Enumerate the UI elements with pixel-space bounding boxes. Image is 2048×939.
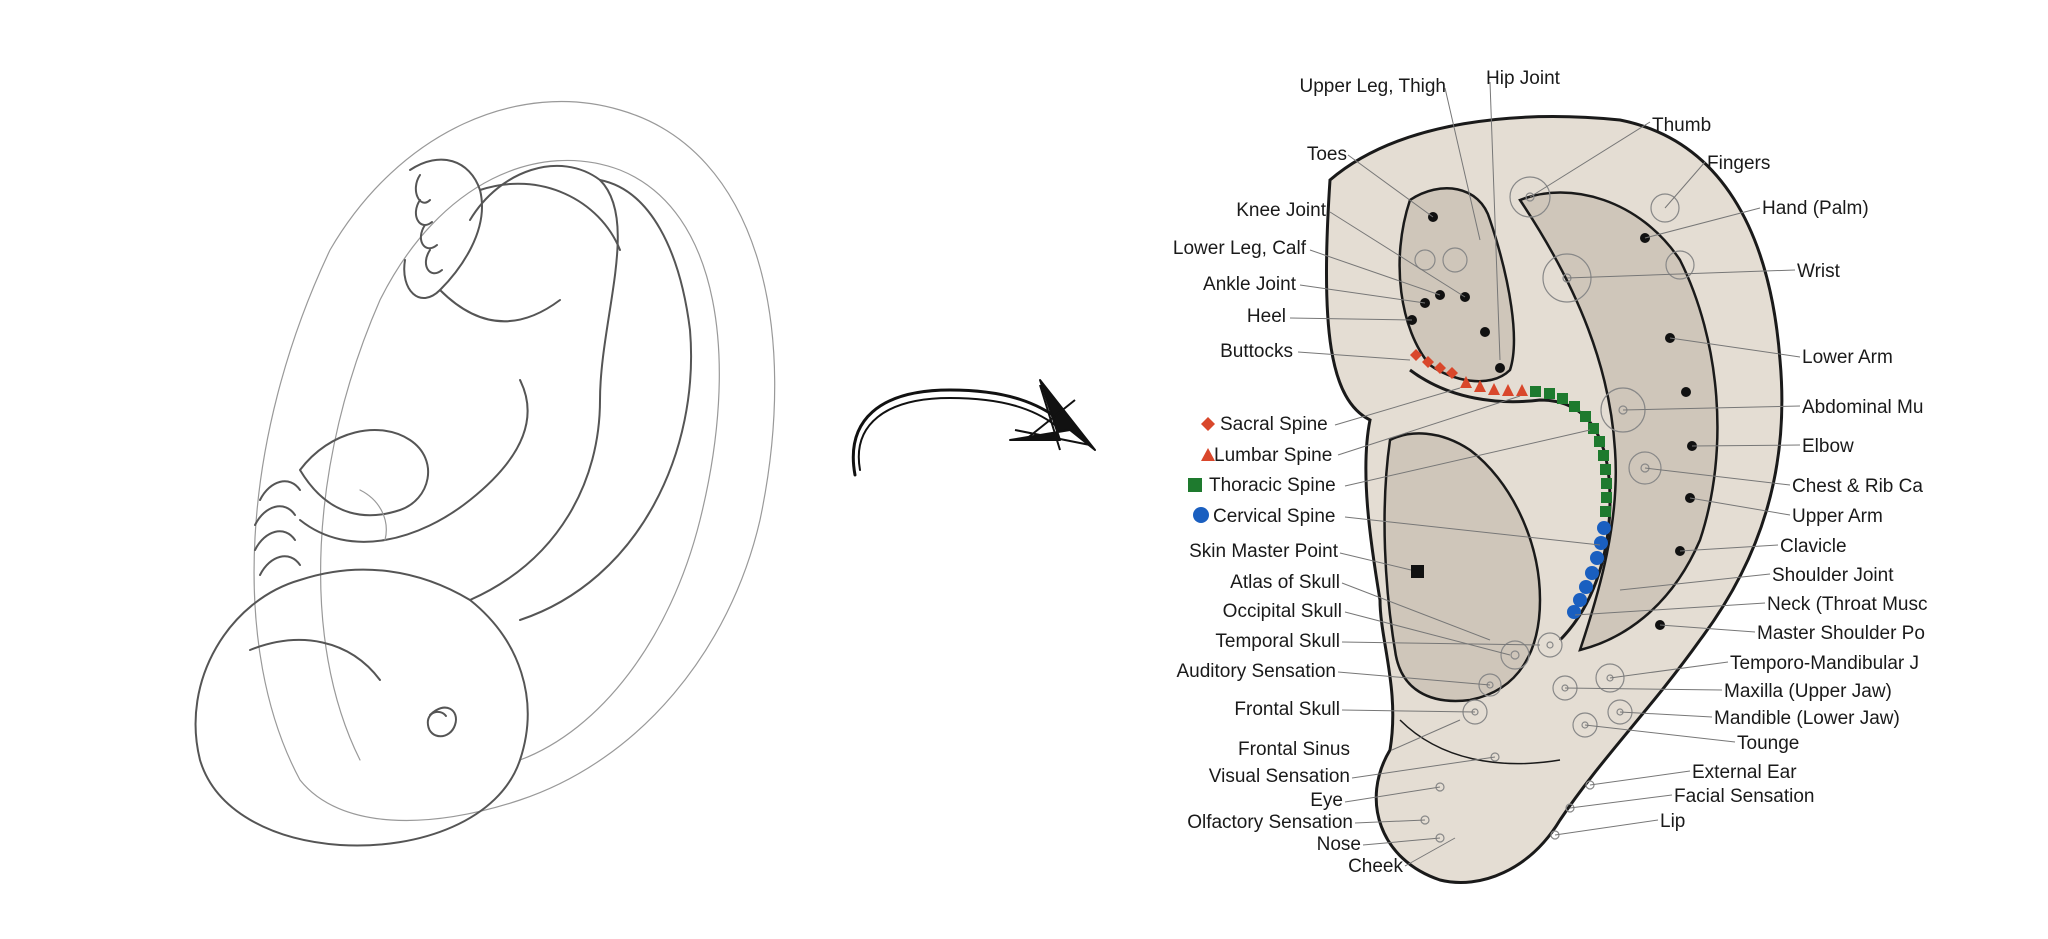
legend-labels: Sacral Spine Lumbar Spine Thoracic Spine…: [1209, 414, 1336, 527]
label-knee-joint: Knee Joint: [1236, 200, 1327, 221]
label-maxilla-upper-jaw: Maxilla (Upper Jaw): [1724, 681, 1892, 702]
curved-arrow-icon: [851, 379, 1096, 477]
label-clavicle: Clavicle: [1780, 536, 1847, 557]
legend-label-lumbar: Lumbar Spine: [1214, 445, 1332, 466]
label-toes: Toes: [1307, 144, 1347, 165]
label-visual-sensation: Visual Sensation: [1209, 766, 1350, 787]
label-auditory-sensation: Auditory Sensation: [1177, 661, 1337, 682]
label-lower-leg-calf: Lower Leg, Calf: [1173, 238, 1307, 259]
leader-lines: [1289, 81, 1801, 867]
label-olfactory-sensation: Olfactory Sensation: [1187, 812, 1353, 833]
label-elbow: Elbow: [1802, 436, 1854, 457]
legend-label-cervical: Cervical Spine: [1213, 506, 1336, 527]
label-nose: Nose: [1317, 834, 1361, 855]
label-temporal-skull: Temporal Skull: [1215, 631, 1340, 652]
legend-label-sacral: Sacral Spine: [1220, 414, 1328, 435]
label-shoulder-joint: Shoulder Joint: [1772, 565, 1894, 586]
left-labels: Upper Leg, Thigh Toes Knee Joint Lower L…: [1173, 76, 1446, 877]
label-temporo-mandibular-joint: Temporo-Mandibular J: [1730, 653, 1919, 674]
label-external-ear: External Ear: [1692, 762, 1797, 783]
label-chest-rib-cage: Chest & Rib Ca: [1792, 476, 1923, 497]
label-occipital-skull: Occipital Skull: [1223, 601, 1342, 622]
label-hand-palm: Hand (Palm): [1762, 198, 1869, 219]
label-wrist: Wrist: [1797, 261, 1841, 282]
label-frontal-sinus: Frontal Sinus: [1238, 739, 1350, 760]
label-neck-throat-muscles: Neck (Throat Musc: [1767, 594, 1927, 615]
label-heel: Heel: [1247, 306, 1286, 327]
label-ankle-joint: Ankle Joint: [1203, 274, 1297, 295]
label-facial-sensation: Facial Sensation: [1674, 786, 1814, 807]
lumbar-spine-markers: [1460, 376, 1528, 396]
label-upper-leg-thigh: Upper Leg, Thigh: [1300, 76, 1446, 97]
label-skin-master-point: Skin Master Point: [1189, 541, 1339, 562]
label-tounge: Tounge: [1737, 733, 1799, 754]
label-master-shoulder-point: Master Shoulder Po: [1757, 623, 1925, 644]
legend-label-thoracic: Thoracic Spine: [1209, 475, 1336, 496]
ear-map: [1324, 115, 1784, 884]
label-frontal-skull: Frontal Skull: [1234, 699, 1340, 720]
legend-symbols: [1188, 417, 1215, 523]
label-eye: Eye: [1310, 790, 1343, 811]
label-lip: Lip: [1660, 811, 1685, 832]
label-abdominal-muscles: Abdominal Mu: [1802, 397, 1923, 418]
label-atlas-of-skull: Atlas of Skull: [1230, 572, 1340, 593]
acupoint-rings: [1414, 176, 1695, 843]
label-lower-arm: Lower Arm: [1802, 347, 1893, 368]
label-buttocks: Buttocks: [1220, 341, 1293, 362]
thoracic-spine-markers: [1530, 386, 1612, 517]
sacral-spine-markers: [1410, 349, 1458, 379]
label-cheek: Cheek: [1348, 856, 1403, 877]
label-fingers: Fingers: [1707, 153, 1770, 174]
label-upper-arm: Upper Arm: [1792, 506, 1883, 527]
label-hip-joint: Hip Joint: [1486, 68, 1561, 89]
cervical-spine-markers: [1567, 521, 1611, 619]
right-labels: Hip Joint Thumb Fingers Hand (Palm) Wris…: [1486, 68, 1927, 832]
fetus-sketch: [194, 100, 776, 847]
label-thumb: Thumb: [1652, 115, 1711, 136]
label-mandible-lower-jaw: Mandible (Lower Jaw): [1714, 708, 1900, 729]
